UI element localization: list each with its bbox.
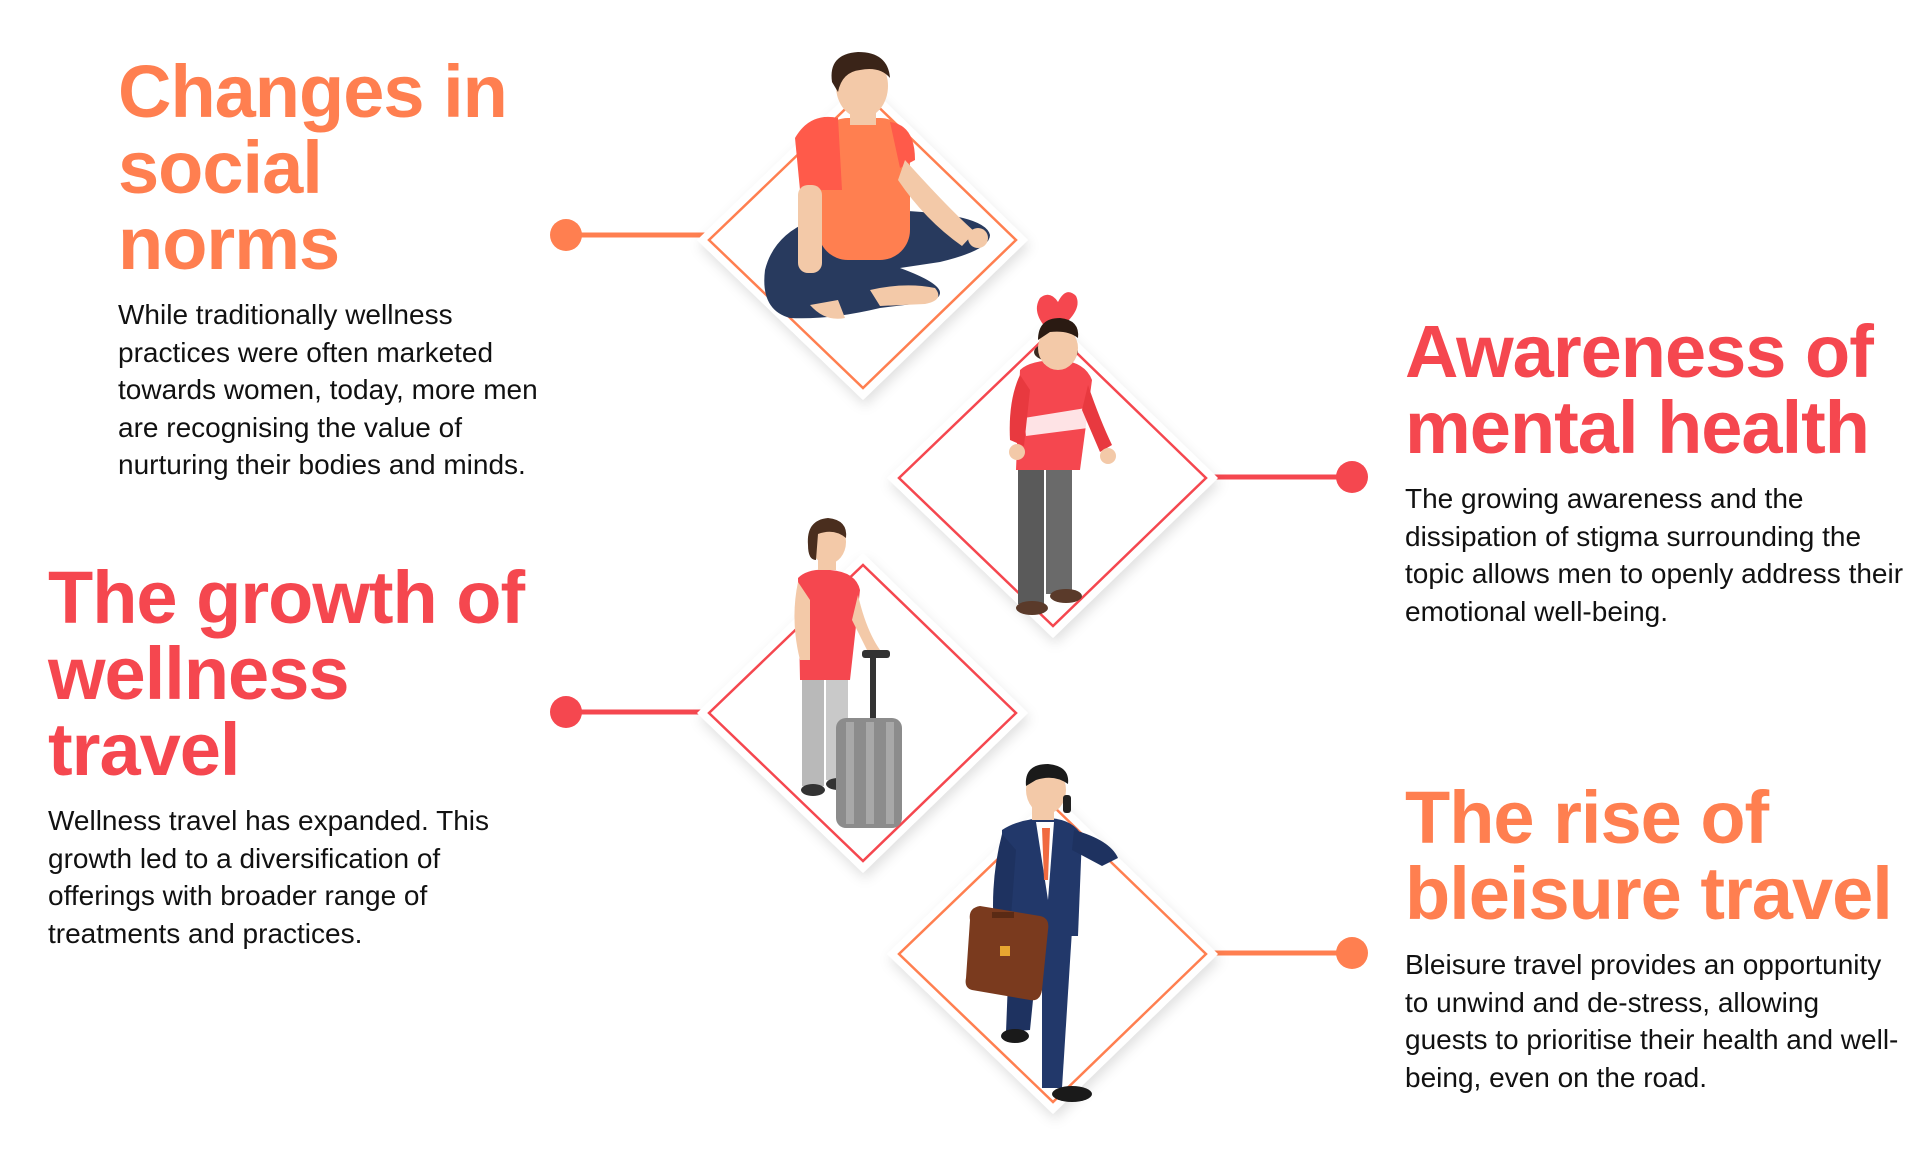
item-description: Bleisure travel provides an opportunity … [1405,949,1899,1093]
connector-2 [1212,461,1368,493]
item-title-line2: social norms [118,126,340,285]
item-title-line1: Changes in [118,50,508,133]
item-title-line2: mental health [1405,386,1870,469]
item-description: While traditionally wellness practices w… [118,299,538,480]
diamond-3 [697,553,1028,873]
item-title-line1: The growth of [48,556,525,639]
item-title: Changes in social norms [118,54,538,282]
meditating-man-icon [764,52,990,319]
item-description: The growing awareness and the dissipatio… [1405,483,1904,627]
man-with-heart-icon [1009,292,1116,615]
item-title-line2: bleisure travel [1405,852,1893,935]
item-social-norms: Changes in social norms While traditiona… [118,54,538,484]
item-mental-health: Awareness of mental health The growing a… [1405,314,1905,630]
connector-4 [1212,937,1368,969]
connector-1 [550,219,712,251]
item-description: Wellness travel has expanded. This growt… [48,805,489,949]
item-title-line1: Awareness of [1405,310,1874,393]
connector-3 [550,696,712,728]
item-title: The growth of wellness travel [48,560,528,788]
woman-with-suitcase-icon [794,518,902,828]
item-bleisure-travel: The rise of bleisure travel Bleisure tra… [1405,780,1905,1096]
item-title: The rise of bleisure travel [1405,780,1905,932]
item-title-line2: wellness travel [48,632,350,791]
item-wellness-travel: The growth of wellness travel Wellness t… [48,560,528,952]
businessman-on-phone-icon [965,764,1118,1102]
item-title: Awareness of mental health [1405,314,1905,466]
item-title-line1: The rise of [1405,776,1769,859]
